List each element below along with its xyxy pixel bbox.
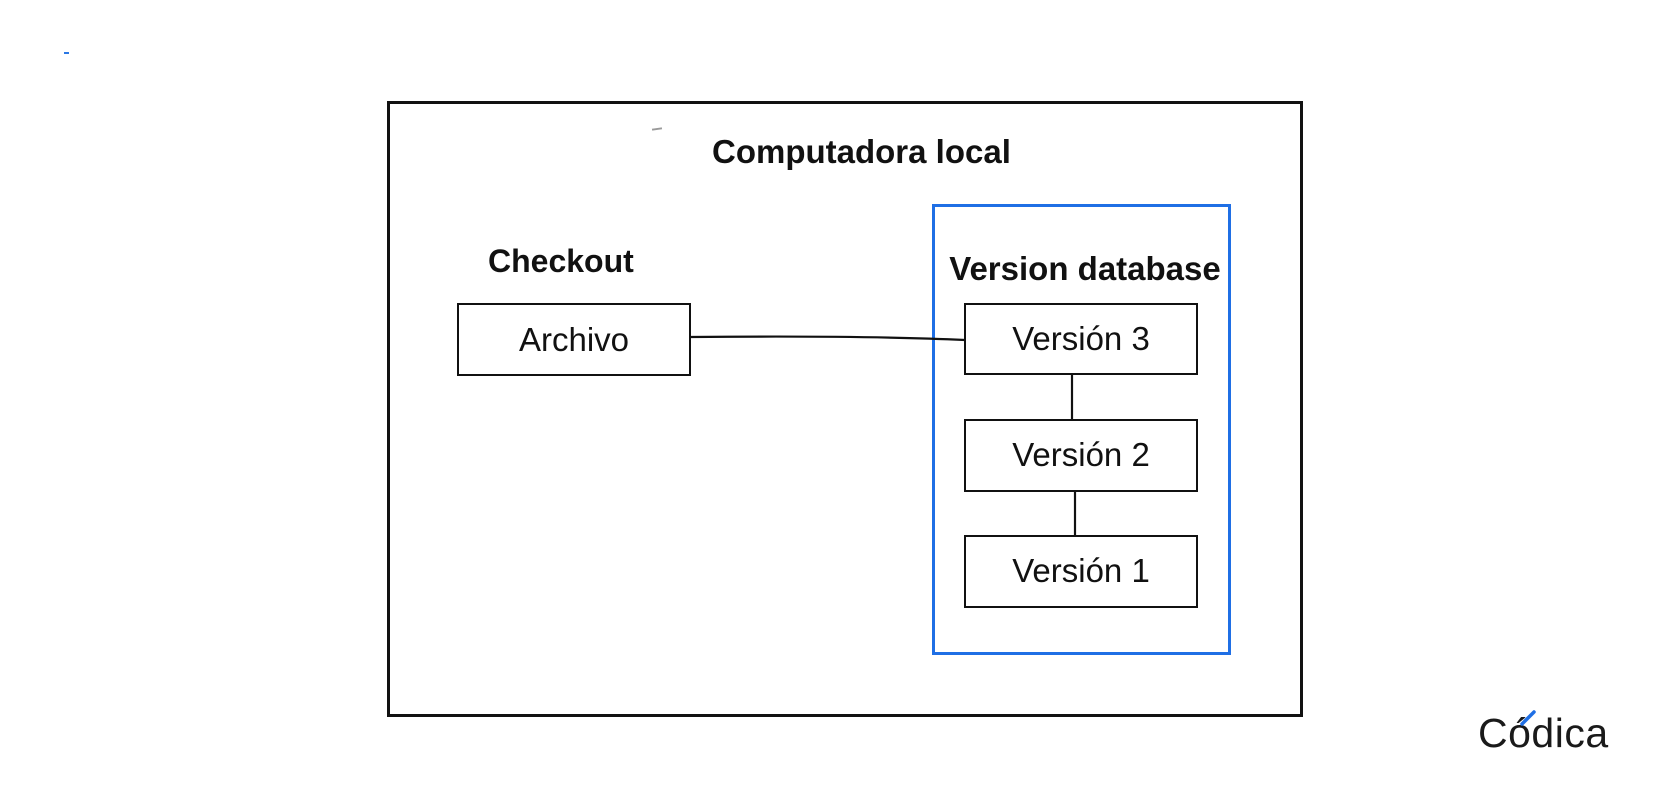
decorative-speck <box>64 52 69 54</box>
logo-accent-mark <box>1520 710 1536 726</box>
version-database-label: Version database <box>949 250 1221 287</box>
local-computer-title: Computadora local <box>712 133 1011 170</box>
archivo-node: Archivo <box>457 303 691 376</box>
checkout-label: Checkout <box>488 243 634 279</box>
version-1-node: Versión 1 <box>964 535 1198 608</box>
codica-logo: Códica <box>1478 710 1609 756</box>
version-3-node: Versión 3 <box>964 303 1198 375</box>
version-database-container <box>932 204 1231 655</box>
local-computer-container <box>387 101 1303 717</box>
version-2-node: Versión 2 <box>964 419 1198 492</box>
